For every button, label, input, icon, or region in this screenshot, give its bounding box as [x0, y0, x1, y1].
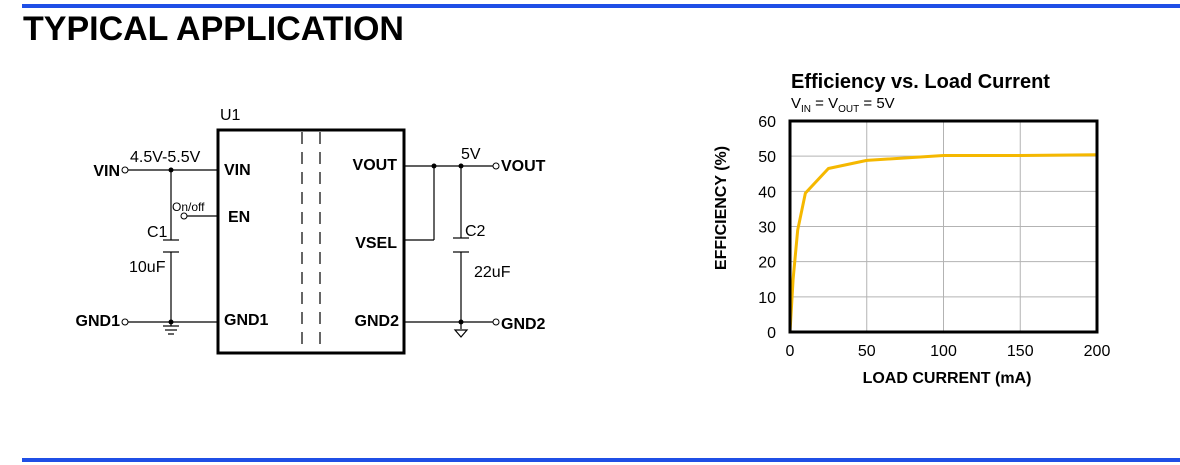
vout-terminal-label: VOUT	[501, 158, 546, 175]
section-title: TYPICAL APPLICATION	[23, 10, 404, 48]
chart-grid	[790, 121, 1097, 332]
y-tick-label: 60	[758, 114, 776, 131]
c2-value-label: 22uF	[474, 264, 511, 281]
gnd2-terminal	[492, 318, 500, 326]
vin-terminal	[121, 166, 129, 174]
isolated-ground-symbol	[453, 329, 469, 338]
en-terminal	[180, 212, 188, 220]
gnd1-terminal-label: GND1	[76, 313, 121, 330]
y-tick-label: 10	[758, 290, 776, 307]
pin-gnd1-label: GND1	[224, 312, 269, 329]
x-tick-label: 200	[1084, 343, 1111, 360]
chart-title: Efficiency vs. Load Current	[791, 71, 1050, 93]
x-tick-label: 100	[930, 343, 957, 360]
pin-gnd2-label: GND2	[355, 313, 400, 330]
junction-dot	[458, 163, 464, 169]
efficiency-series-line	[788, 153, 1098, 333]
y-tick-label: 50	[758, 149, 776, 166]
x-axis-label: LOAD CURRENT (mA)	[863, 370, 1032, 387]
x-tick-labels: 0 50 100 150 200	[786, 343, 1111, 360]
vin-range-label: 4.5V-5.5V	[130, 149, 201, 166]
gnd2-terminal-label: GND2	[501, 316, 546, 333]
x-tick-label: 50	[858, 343, 876, 360]
c1-value-label: 10uF	[129, 259, 166, 276]
c1-name-label: C1	[147, 224, 168, 241]
plot-frame	[788, 119, 1099, 334]
vin-terminal-label: VIN	[93, 163, 120, 180]
pin-vout-label: VOUT	[353, 157, 398, 174]
pin-en-label: EN	[228, 209, 250, 226]
junction-dot	[431, 163, 437, 169]
c2-name-label: C2	[465, 223, 486, 240]
junction-dot	[168, 167, 174, 173]
chart-subtitle: VIN = VOUT = 5V	[791, 95, 895, 115]
pin-vin-label: VIN	[224, 162, 251, 179]
y-tick-label: 40	[758, 184, 776, 201]
vout-value-label: 5V	[461, 146, 481, 163]
x-tick-label: 150	[1007, 343, 1034, 360]
gnd1-terminal	[121, 318, 129, 326]
junction-dot	[458, 319, 464, 325]
vout-terminal	[492, 162, 500, 170]
y-tick-label: 0	[767, 325, 776, 342]
junction-dot	[168, 319, 174, 325]
x-tick-label: 0	[786, 343, 795, 360]
chip-body	[216, 128, 406, 355]
y-tick-label: 30	[758, 220, 776, 237]
y-tick-label: 20	[758, 255, 776, 272]
pin-vsel-label: VSEL	[355, 235, 397, 252]
bottom-rule	[22, 458, 1180, 462]
onoff-label: On/off	[172, 200, 205, 214]
y-axis-label: EFFICIENCY (%)	[713, 146, 730, 270]
top-rule	[22, 4, 1180, 8]
chip-ref-label: U1	[220, 107, 241, 124]
y-tick-labels: 0 10 20 30 40 50 60	[758, 114, 776, 342]
